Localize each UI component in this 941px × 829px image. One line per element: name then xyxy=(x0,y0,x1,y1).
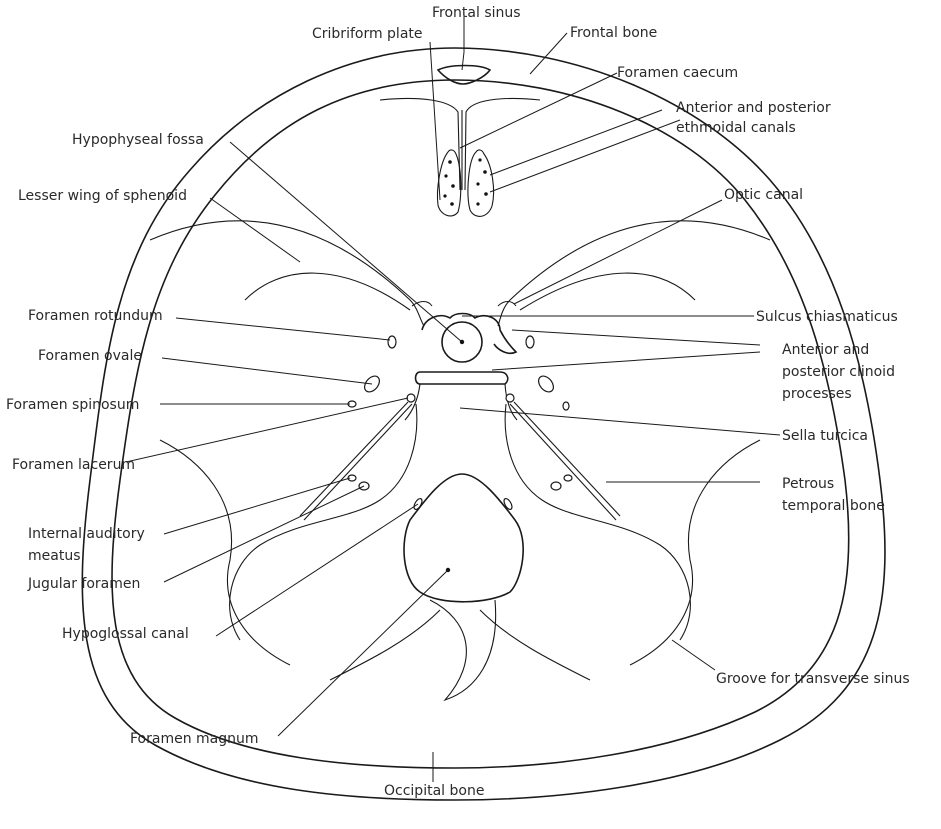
label-jugular-foramen: Jugular foramen xyxy=(27,576,140,592)
label-transverse-sinus: Groove for transverse sinus xyxy=(716,671,910,687)
label-hypophyseal-fossa: Hypophyseal fossa xyxy=(72,132,204,148)
clivus xyxy=(405,384,517,420)
label-sulcus-chiasmaticus: Sulcus chiasmaticus xyxy=(756,309,898,325)
dorsum-sellae xyxy=(416,372,508,384)
foramen-lacerum-left xyxy=(407,394,415,402)
label-hypoglossal-canal: Hypoglossal canal xyxy=(62,626,189,642)
label-foramen-ovale: Foramen ovale xyxy=(38,348,142,364)
label-auditory-1: Internal auditory xyxy=(28,526,145,542)
posterior-fossa-right xyxy=(480,610,590,680)
label-clinoid-3: processes xyxy=(782,386,852,402)
optic-canal-left xyxy=(412,302,432,307)
label-frontal-sinus: Frontal sinus xyxy=(432,5,521,21)
skull-outer-outline xyxy=(82,48,885,800)
label-foramen-rotundum: Foramen rotundum xyxy=(28,308,163,324)
internal-auditory-meatus-right xyxy=(551,482,561,490)
label-ethmoidal-canals-2: ethmoidal canals xyxy=(676,120,796,136)
label-lesser-wing: Lesser wing of sphenoid xyxy=(18,188,187,204)
label-occipital-bone: Occipital bone xyxy=(384,783,484,799)
label-foramen-magnum: Foramen magnum xyxy=(130,731,259,747)
foramen-rotundum-left xyxy=(388,336,396,348)
transverse-groove-right xyxy=(630,440,760,665)
petrous-inner-left xyxy=(230,404,417,640)
petrous-inner-right xyxy=(505,404,690,640)
label-foramen-caecum: Foramen caecum xyxy=(617,65,738,81)
label-petrous-2: temporal bone xyxy=(782,498,885,514)
skull-inner-outline xyxy=(112,80,849,768)
foramen-lacerum-right xyxy=(506,394,514,402)
label-ethmoidal-canals-1: Anterior and posterior xyxy=(676,100,831,116)
petrous-ridge-left xyxy=(300,402,412,520)
label-frontal-bone: Frontal bone xyxy=(570,25,657,41)
foramen-spinosum-right xyxy=(563,402,569,410)
label-optic-canal: Optic canal xyxy=(724,187,803,203)
foramen-ovale-right xyxy=(536,373,557,395)
cribriform-plate-left xyxy=(437,150,460,216)
label-petrous-1: Petrous xyxy=(782,476,834,492)
jugular-foramen-right xyxy=(564,475,572,481)
label-sella-turcica: Sella turcica xyxy=(782,428,868,444)
label-foramen-lacerum: Foramen lacerum xyxy=(12,457,135,473)
foramen-magnum-shape xyxy=(404,474,523,602)
label-clinoid-1: Anterior and xyxy=(782,342,869,358)
label-clinoid-2: posterior clinoid xyxy=(782,364,895,380)
foramen-rotundum-right xyxy=(526,336,534,348)
orbital-ridge-right xyxy=(520,273,695,310)
label-cribriform-plate: Cribriform plate xyxy=(312,26,423,42)
hypoglossal-canal-right xyxy=(502,497,513,510)
label-auditory-2: meatus xyxy=(28,548,81,564)
label-foramen-spinosum: Foramen spinosum xyxy=(6,397,139,413)
